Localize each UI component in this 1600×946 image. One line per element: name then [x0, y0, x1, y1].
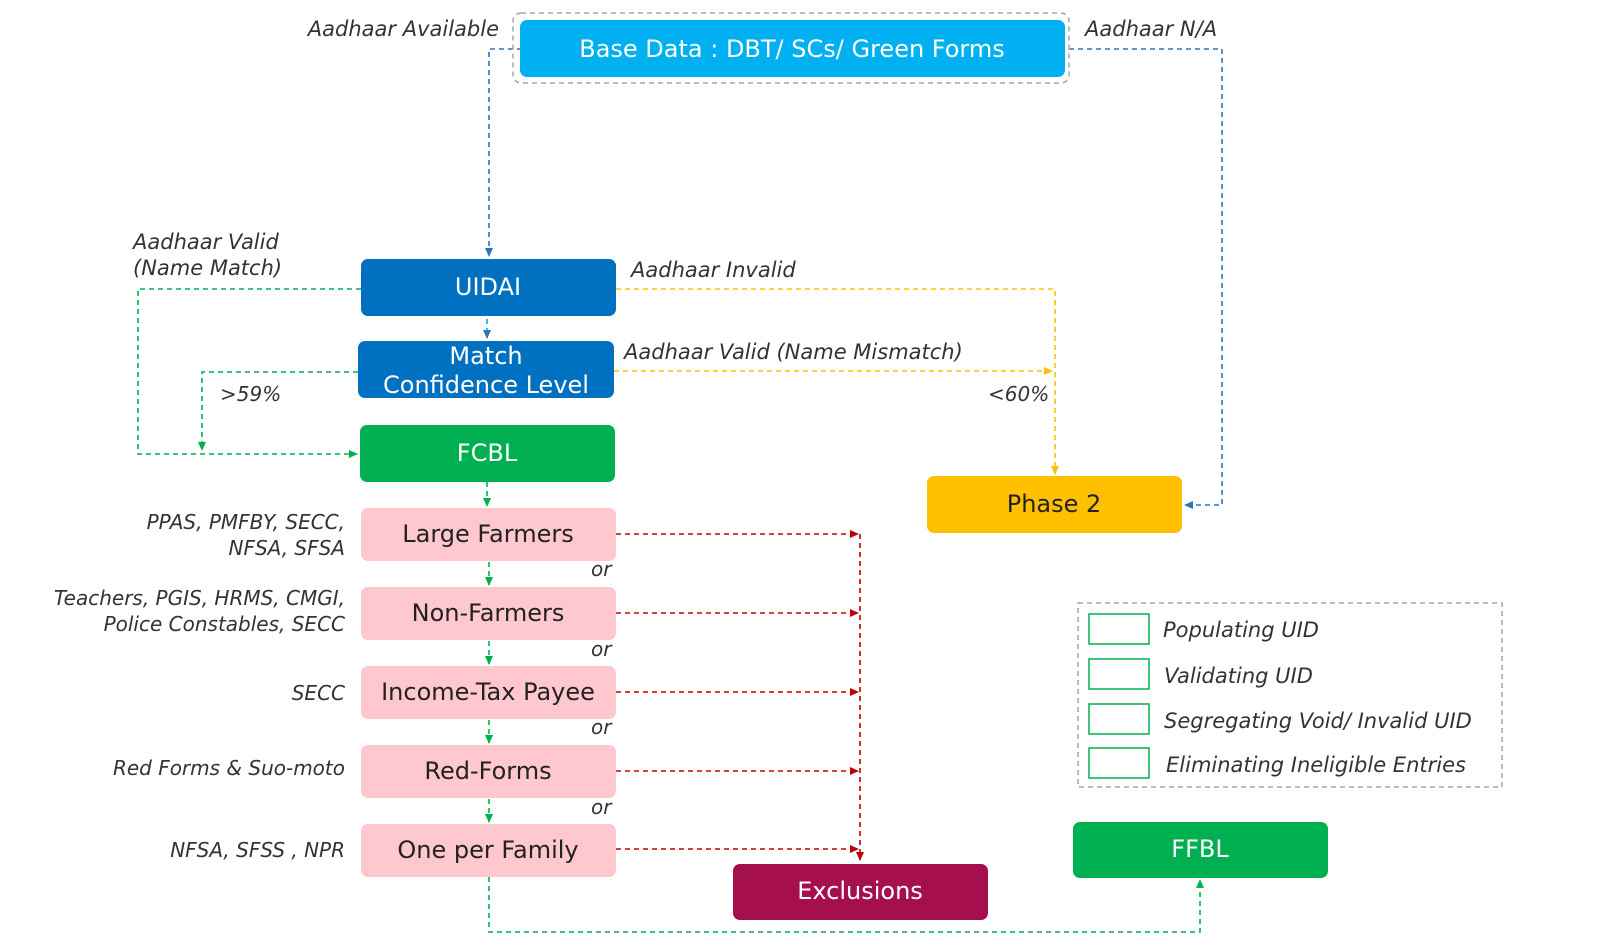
label-lt60: <60% — [988, 382, 1049, 406]
legend-label: Validating UID — [1164, 664, 1313, 688]
legend-swatch — [1088, 703, 1150, 735]
source-non-farmers-line1: Teachers, PGIS, HRMS, CMGI, — [54, 586, 345, 610]
source-red-forms: Red Forms & Suo-moto — [113, 756, 345, 780]
legend-item: Validating UID — [1088, 658, 1313, 690]
base-data-frame — [512, 12, 1070, 84]
legend-swatch — [1088, 747, 1150, 779]
exclusions-node: Exclusions — [733, 864, 988, 920]
phase2-node: Phase 2 — [927, 476, 1182, 533]
criteria-large-farmers: Large Farmers — [361, 508, 616, 561]
edge-base-to-phase2 — [1069, 48, 1223, 509]
base-data-node: Base Data : DBT/ SCs/ Green Forms — [520, 20, 1065, 77]
ffbl-node: FFBL — [1073, 822, 1328, 878]
label-or-4: or — [591, 795, 613, 819]
legend-item: Eliminating Ineligible Entries — [1088, 747, 1466, 779]
legend: Populating UID Validating UID Segregatin… — [1077, 602, 1503, 788]
label-or-3: or — [591, 715, 613, 739]
edge-uidai-to-phase2 — [616, 288, 1059, 475]
edge-one-to-ffbl — [488, 877, 1204, 933]
source-one-per-family: NFSA, SFSS , NPR — [170, 838, 345, 862]
income-tax-label: Income-Tax Payee — [381, 678, 595, 706]
legend-label: Populating UID — [1163, 618, 1319, 642]
legend-label: Eliminating Ineligible Entries — [1166, 753, 1466, 777]
match-confidence-node: Match Confidence Level — [358, 341, 614, 399]
legend-item: Populating UID — [1088, 613, 1319, 645]
uidai-node: UIDAI — [361, 259, 616, 316]
criteria-income-tax: Income-Tax Payee — [361, 666, 616, 719]
non-farmers-label: Non-Farmers — [412, 599, 565, 627]
legend-label: Segregating Void/ Invalid UID — [1164, 709, 1472, 733]
legend-swatch — [1088, 613, 1150, 645]
label-aadhaar-valid-line2: (Name Match) — [133, 256, 282, 280]
uidai-label: UIDAI — [455, 273, 521, 301]
source-large-farmers-line1: PPAS, PMFBY, SECC, — [147, 510, 345, 534]
label-aadhaar-na: Aadhaar N/A — [1083, 17, 1217, 41]
one-per-family-label: One per Family — [397, 836, 578, 864]
legend-frame — [1077, 602, 1503, 788]
label-aadhaar-available: Aadhaar Available — [306, 17, 499, 41]
large-farmers-label: Large Farmers — [402, 520, 573, 548]
edge-uidai-to-fcbl — [137, 288, 361, 458]
label-aadhaar-valid-mismatch: Aadhaar Valid (Name Mismatch) — [622, 340, 963, 364]
fcbl-node: FCBL — [360, 425, 615, 482]
legend-swatch — [1088, 658, 1150, 690]
criteria-one-per-family: One per Family — [361, 824, 616, 877]
edge-match-to-fcbl — [198, 371, 358, 451]
edge-base-to-uidai — [485, 48, 522, 257]
criteria-red-forms: Red-Forms — [361, 745, 616, 798]
label-gt59: >59% — [220, 382, 281, 406]
source-non-farmers-line2: Police Constables, SECC — [104, 612, 345, 636]
source-income-tax: SECC — [292, 681, 345, 705]
label-aadhaar-invalid: Aadhaar Invalid — [629, 258, 796, 282]
source-large-farmers-line2: NFSA, SFSA — [228, 536, 345, 560]
label-or-2: or — [591, 637, 613, 661]
fcbl-label: FCBL — [457, 439, 518, 467]
label-or-1: or — [591, 557, 613, 581]
red-forms-label: Red-Forms — [424, 757, 551, 785]
criteria-non-farmers: Non-Farmers — [361, 587, 616, 640]
match-label-line2: Confidence Level — [383, 371, 589, 399]
ffbl-label: FFBL — [1171, 835, 1229, 863]
legend-item: Segregating Void/ Invalid UID — [1088, 703, 1472, 735]
exclusions-label: Exclusions — [797, 877, 923, 905]
base-data-label: Base Data : DBT/ SCs/ Green Forms — [579, 35, 1005, 63]
label-aadhaar-valid-line1: Aadhaar Valid — [131, 230, 279, 254]
match-label-line1: Match — [449, 342, 522, 370]
phase2-label: Phase 2 — [1007, 490, 1102, 518]
